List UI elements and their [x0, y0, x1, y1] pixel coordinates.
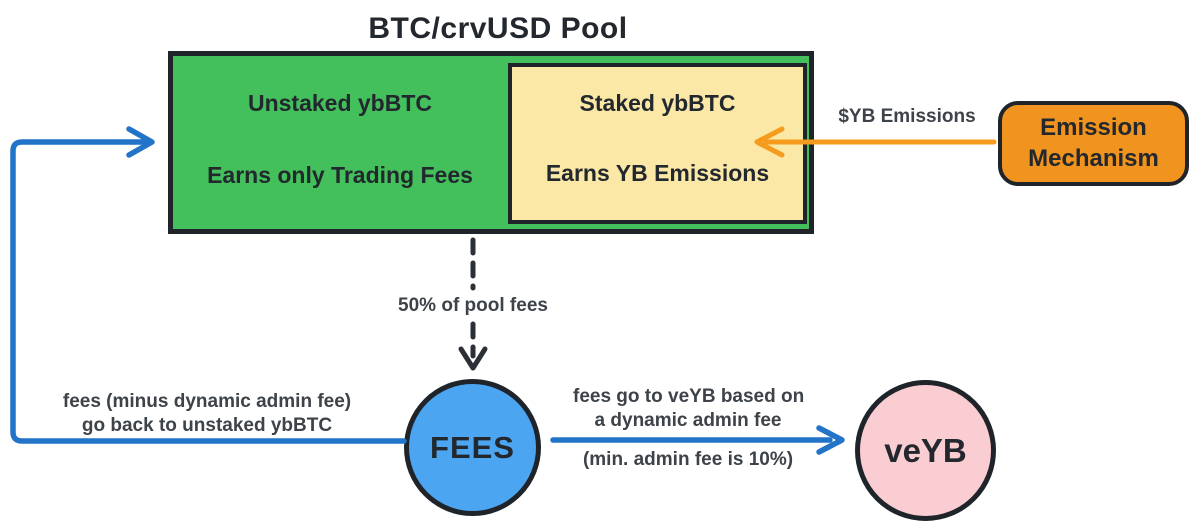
fees-to-veyb-label-line3: (min. admin fee is 10%) [582, 449, 794, 470]
veyb-node: veYB [855, 380, 996, 521]
fees-to-veyb-label-line1: fees go to veYB based on [573, 386, 805, 407]
yb-emissions-label: $YB Emissions [838, 106, 976, 127]
diagram-title: BTC/crvUSD Pool [368, 12, 628, 45]
pool-fees-arrowhead-icon [458, 346, 488, 371]
fees-node: FEES [404, 379, 541, 516]
unstaked-title: Unstaked ybBTC [247, 90, 433, 116]
staked-subtitle: Earns YB Emissions [545, 160, 770, 186]
fees-node-label: FEES [430, 429, 515, 465]
emission-line1: Emission [1040, 113, 1147, 141]
fees-return-arrowhead-icon [126, 126, 155, 158]
fees-to-veyb-arrowhead-icon [816, 425, 845, 455]
fees-to-veyb-label-line2: a dynamic admin fee [594, 410, 782, 431]
pool-fees-label: 50% of pool fees [398, 295, 548, 316]
fees-return-label-line1: fees (minus dynamic admin fee) [62, 391, 352, 412]
staked-title: Staked ybBTC [579, 90, 736, 116]
emission-line2: Mechanism [1028, 144, 1159, 172]
unstaked-subtitle: Earns only Trading Fees [207, 162, 473, 188]
staked-box [508, 63, 807, 224]
emission-mechanism-box: Emission Mechanism [998, 101, 1189, 186]
veyb-node-label: veYB [884, 431, 967, 469]
fees-return-label-line2: go back to unstaked ybBTC [81, 415, 333, 436]
